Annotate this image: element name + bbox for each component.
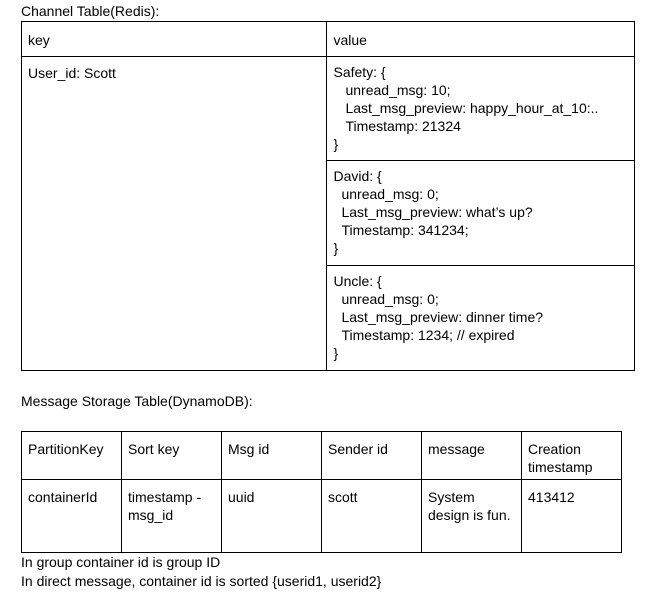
cell-creation-timestamp: 413412 [521, 479, 622, 553]
channel-table-row: David: { unread_msg: 0; Last_msg_preview… [22, 160, 635, 266]
cell-sort-key: timestamp - msg_id [121, 479, 222, 553]
entry-line: unread_msg: 0; [341, 186, 439, 202]
channel-table-row: User_id: Scott Safety: { unread_msg: 10;… [20, 56, 635, 371]
entry-line: Timestamp: 341234; [341, 222, 469, 238]
message-table-row: containerId timestamp - msg_id uuid scot… [21, 479, 622, 553]
entry-open: David: { [333, 168, 382, 184]
channel-table: key value User_id: Scott Safety: { unrea… [20, 21, 635, 371]
entry-line: unread_msg: 0; [341, 291, 439, 307]
channel-table-header-value: value [326, 21, 635, 57]
entry-line: Timestamp: 1234; // expired [341, 327, 515, 343]
entry-close: } [333, 345, 339, 361]
message-storage-table: PartitionKey Sort key Msg id Sender id m… [21, 431, 622, 553]
message-table-title: Message Storage Table(DynamoDB): [21, 393, 253, 409]
header-creation-timestamp: Creation timestamp [521, 431, 622, 480]
cell-sender-id: scott [321, 479, 422, 553]
entry-close: } [333, 240, 339, 256]
header-partition-key: PartitionKey [21, 431, 122, 480]
channel-entry-safety: Safety: { unread_msg: 10; Last_msg_previ… [326, 56, 635, 161]
cell-msg-id: uuid [221, 479, 322, 553]
header-msg-id: Msg id [221, 431, 322, 480]
entry-line: Last_msg_preview: happy_hour_at_10:.. [345, 100, 599, 116]
channel-table-title: Channel Table(Redis): [21, 3, 160, 19]
header-sender-id: Sender id [321, 431, 422, 480]
header-sort-key: Sort key [121, 431, 222, 480]
message-table-header-row: PartitionKey Sort key Msg id Sender id m… [21, 431, 622, 480]
entry-line: unread_msg: 10; [345, 82, 451, 98]
entry-line: Last_msg_preview: dinner time? [341, 309, 544, 325]
note-direct-message: In direct message, container id is sorte… [21, 573, 382, 589]
channel-key-cell: User_id: Scott [20, 56, 328, 371]
entry-line: Timestamp: 21324 [345, 118, 461, 134]
channel-table-header-row: key value [20, 21, 635, 57]
cell-message: System design is fun. [421, 479, 522, 553]
entry-close: } [333, 136, 339, 152]
channel-table-header-key: key [20, 21, 328, 57]
note-group-container: In group container id is group ID [21, 554, 221, 570]
header-message: message [421, 431, 522, 480]
channel-entry-david: David: { unread_msg: 0; Last_msg_preview… [326, 160, 635, 266]
entry-line: Last_msg_preview: what’s up? [341, 204, 533, 220]
channel-table-row: Uncle: { unread_msg: 0; Last_msg_preview… [22, 265, 635, 371]
entry-open: Safety: { [333, 64, 386, 80]
entry-open: Uncle: { [333, 273, 382, 289]
channel-entry-uncle: Uncle: { unread_msg: 0; Last_msg_preview… [326, 265, 635, 371]
cell-partition-key: containerId [21, 479, 122, 553]
